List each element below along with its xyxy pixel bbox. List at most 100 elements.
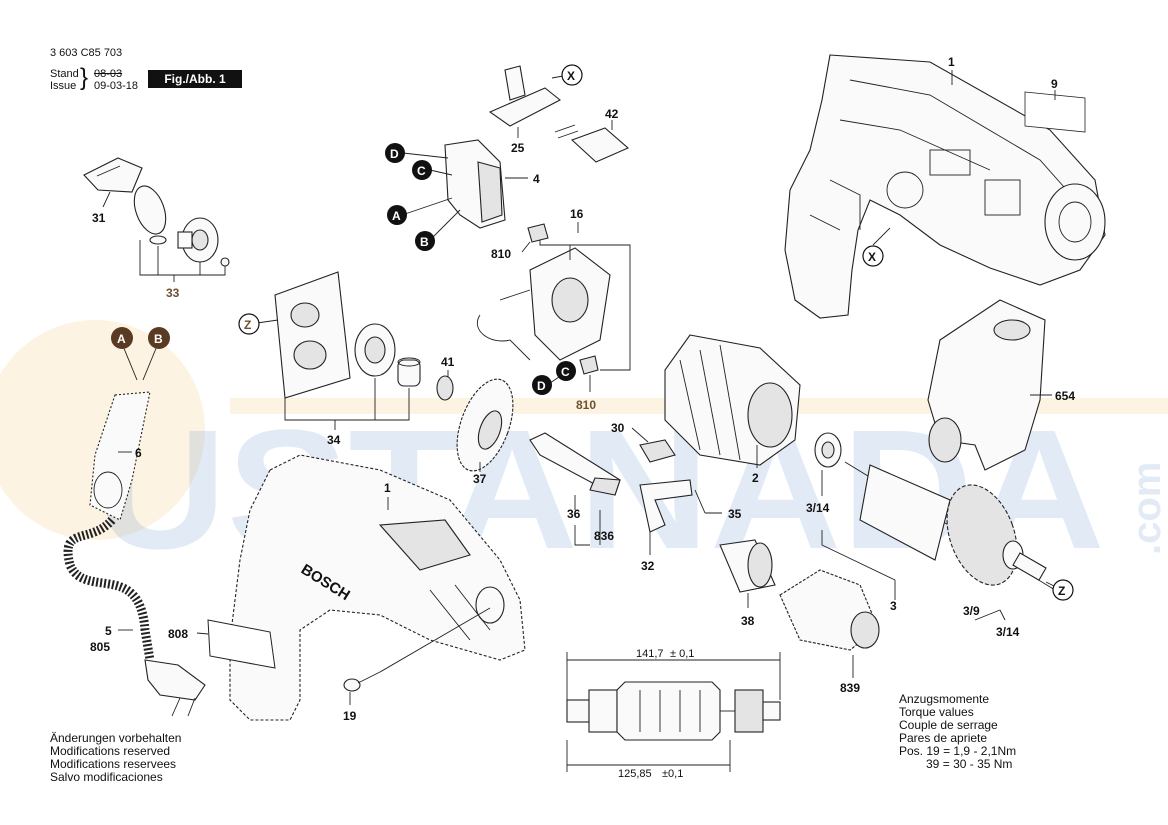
bearing-part-41 — [436, 375, 454, 401]
torque-line-fr: Couple de serrage — [899, 718, 998, 732]
gearbox-plate — [274, 271, 351, 399]
ref-b-cable: B — [154, 332, 163, 346]
part-3-14-label-a: 3/14 — [806, 501, 830, 515]
part-3-9-label: 3/9 — [963, 604, 980, 618]
torque-pos-label: Pos. — [899, 744, 924, 758]
ref-a-switch: A — [392, 209, 401, 223]
cable-sleeve-part-6 — [89, 391, 151, 521]
housing-half-part — [784, 54, 1106, 319]
notes-left: Änderungen vorbehalten Modifications res… — [50, 732, 181, 784]
part-654-label: 654 — [1055, 389, 1075, 403]
gear-selector-part — [177, 217, 219, 263]
issue-value: 09-03-18 — [94, 80, 139, 92]
label-plate-9 — [1024, 91, 1086, 133]
part-35-label: 35 — [728, 507, 742, 521]
ref-x-housing: X — [868, 250, 876, 264]
part-836-label: 836 — [594, 529, 614, 543]
aux-handle-part-654 — [927, 299, 1046, 471]
brush-810-top — [527, 223, 549, 243]
torque-row2-eq: = — [942, 757, 950, 771]
washer-disc — [133, 185, 167, 235]
armature-dimension-drawing — [566, 652, 781, 772]
ref-d-switch: D — [390, 147, 399, 161]
part-839-label: 839 — [840, 681, 860, 695]
bearing-holder — [354, 323, 396, 377]
ref-c-switch: C — [417, 164, 426, 178]
part-19-label: 19 — [343, 709, 357, 723]
spindle-part-36 — [529, 432, 621, 496]
part-37-label: 37 — [473, 472, 487, 486]
watermark-circle — [0, 320, 205, 540]
part-5-label: 5 — [105, 624, 112, 638]
dimension-top-tolerance: ± 0,1 — [670, 648, 694, 660]
dimension-top: 141,7 — [636, 648, 664, 660]
field-stator-part-2 — [664, 334, 801, 466]
torque-row1-value: 1,9 - 2,1Nm — [953, 744, 1017, 758]
part-31-label: 31 — [92, 211, 106, 225]
ref-b-switch: B — [420, 235, 429, 249]
part-30-label: 30 — [611, 421, 625, 435]
part-42-label: 42 — [605, 107, 619, 121]
torque-row2-value: 30 - 35 Nm — [953, 757, 1013, 771]
dimension-bottom: 125,85 — [618, 768, 652, 780]
power-cable — [63, 516, 155, 661]
ref-d-field: D — [537, 379, 546, 393]
part-1-label-drill: 1 — [384, 481, 391, 495]
brush-holder-part-16 — [477, 247, 611, 361]
part-808-label: 808 — [168, 627, 188, 641]
ref-x-top: X — [567, 69, 575, 83]
note-line-fr: Modifications reservees — [50, 757, 177, 771]
torque-line-en: Torque values — [899, 705, 974, 719]
part-9-label: 9 — [1051, 77, 1058, 91]
stand-value: 08-03 — [94, 68, 123, 80]
issue-label: Issue — [50, 80, 77, 92]
part-810-label-b: 810 — [576, 398, 596, 412]
note-line-en: Modifications reserved — [50, 744, 171, 758]
part-3-14-label-b: 3/14 — [996, 625, 1020, 639]
part-34-label: 34 — [327, 433, 341, 447]
part-41-label: 41 — [441, 355, 455, 369]
power-plug — [144, 659, 206, 717]
part-32-label: 32 — [641, 559, 655, 573]
sleeve-part-38 — [719, 539, 776, 593]
gear-part-37 — [456, 378, 514, 472]
needle-sleeve — [397, 357, 421, 387]
document-number: 3 603 C85 703 — [50, 47, 123, 59]
part-3-label: 3 — [890, 599, 897, 613]
ref-c-field: C — [561, 365, 570, 379]
selector-knob-part-31 — [83, 157, 143, 193]
o-ring — [149, 235, 167, 245]
torque-row-19: Pos. 19 = 1,9 - 2,1Nm — [899, 745, 1016, 758]
contact-plate-part-42 — [554, 124, 630, 163]
note-line-de: Änderungen vorbehalten — [50, 731, 182, 745]
torque-line-de: Anzugsmomente — [899, 692, 990, 706]
label-plate-808 — [207, 619, 276, 669]
figure-badge: Fig./Abb. 1 — [148, 70, 242, 88]
torque-row1-pos: 19 — [926, 744, 940, 758]
part-4-label: 4 — [533, 172, 540, 186]
ball-bearing — [220, 257, 230, 267]
part-33-label: 33 — [166, 286, 180, 300]
bearing-part-3-14-a — [814, 432, 842, 468]
stand-label: Stand — [50, 68, 79, 80]
drill-chuck-part-839 — [779, 569, 880, 651]
slider-part-25 — [488, 65, 564, 127]
part-1-label-housing: 1 — [948, 55, 955, 69]
brace-icon: } — [80, 64, 89, 91]
torque-values: Anzugsmomente Torque values Couple de se… — [899, 693, 1016, 771]
part-805-label: 805 — [90, 640, 110, 654]
drill-housing-part-1 — [229, 454, 526, 721]
brush-810-bottom — [579, 355, 599, 375]
dimension-bottom-tolerance: ±0,1 — [662, 768, 683, 780]
note-line-es: Salvo modificaciones — [50, 770, 163, 784]
switch-part-4 — [444, 139, 528, 229]
part-25-label: 25 — [511, 141, 525, 155]
ref-z-right: Z — [1058, 584, 1065, 598]
torque-row-39: 39 = 30 - 35 Nm — [899, 758, 1016, 771]
lock-button-part-30 — [639, 439, 676, 463]
torque-line-es: Pares de apriete — [899, 731, 988, 745]
part-16-label: 16 — [570, 207, 584, 221]
torque-row2-pos: 39 — [926, 757, 940, 771]
